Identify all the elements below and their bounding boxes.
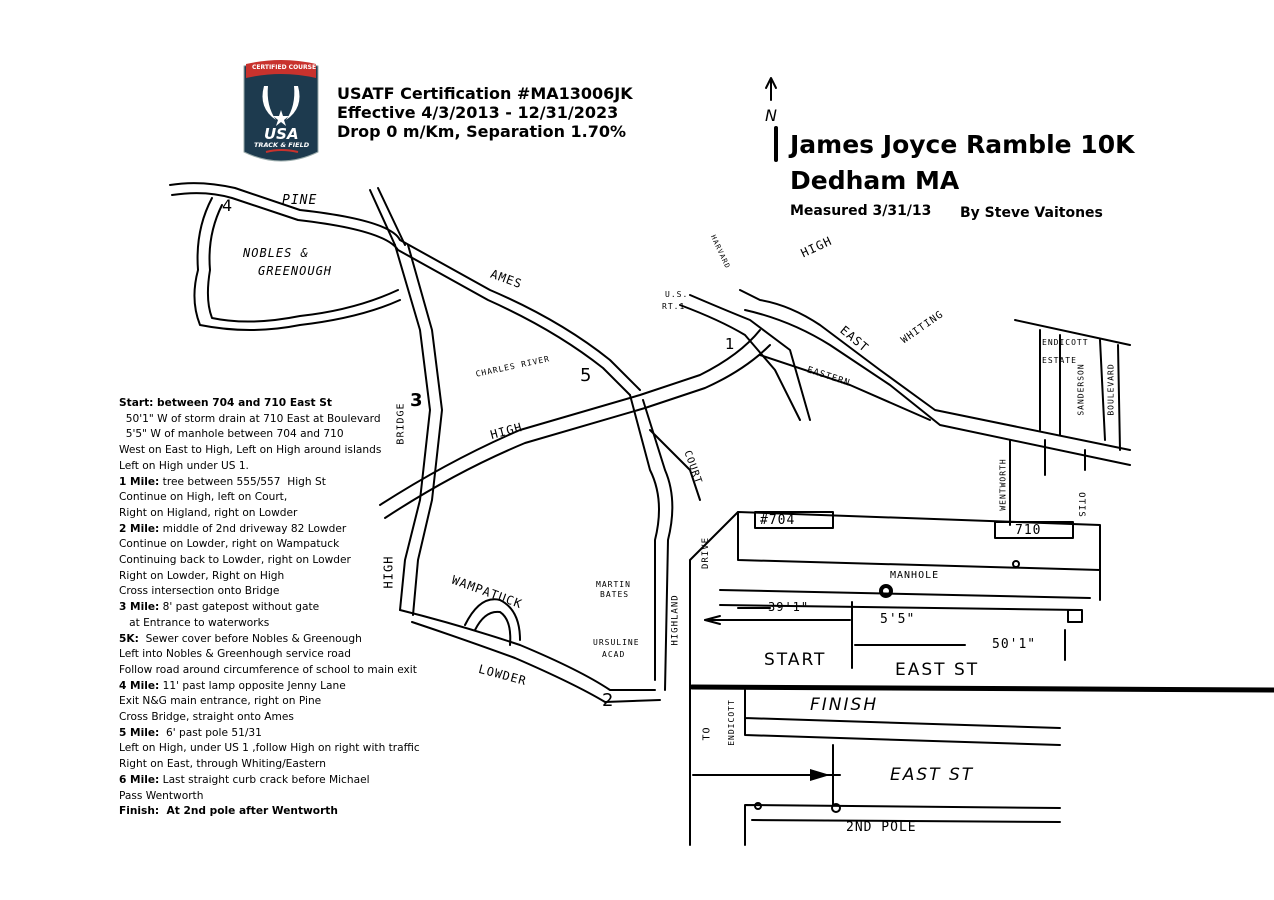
logo-banner: CERTIFIED COURSE <box>252 64 317 71</box>
label-house-704: #704 <box>760 513 796 528</box>
direction-line: Finish: At 2nd pole after Wentworth <box>119 805 338 818</box>
label-greenough: GREENOUGH <box>258 264 333 278</box>
label-sanderson: SANDERSON <box>1076 363 1086 416</box>
label-endicott: ENDICOTT <box>726 699 736 746</box>
direction-line: Continue on High, left on Court, <box>119 491 288 504</box>
north-label: N <box>765 106 777 125</box>
north-arrow-icon <box>765 77 778 162</box>
usatf-certified-logo: CERTIFIED COURSE USA TRACK & FIELD <box>238 58 324 166</box>
direction-line: Exit N&G main entrance, right on Pine <box>119 695 322 708</box>
direction-line: Left on High under US 1. <box>119 459 249 472</box>
direction-line: Continue on Lowder, right on Wampatuck <box>119 538 340 551</box>
label-dist-5-5: 5'5" <box>880 612 916 627</box>
label-second-pole: 2ND POLE <box>846 820 917 835</box>
direction-line: Cross intersection onto Bridge <box>119 585 280 598</box>
label-pine: PINE <box>282 193 318 208</box>
label-house-710: 710 <box>1015 523 1042 538</box>
direction-line: Continuing back to Lowder, right on Lowd… <box>119 554 351 567</box>
direction-line: West on East to High, Left on High aroun… <box>119 444 382 457</box>
direction-milestone: 2 Mile: <box>119 522 160 535</box>
label-start: START <box>764 650 827 670</box>
label-otis: OTIS <box>1075 492 1086 518</box>
direction-line: Right on Lowder, Right on High <box>119 569 285 582</box>
race-location: Dedham MA <box>790 166 960 195</box>
label-to: TO <box>701 726 713 741</box>
certification-drop-separation: Drop 0 m/Km, Separation 1.70% <box>337 122 627 141</box>
mile-marker-2: 2 <box>602 690 614 711</box>
label-nobles: NOBLES & <box>243 246 309 260</box>
direction-milestone: 3 Mile: <box>119 601 160 614</box>
course-directions: Start: between 704 and 710 East St 50'1"… <box>119 396 420 820</box>
direction-line: Start: between 704 and 710 East St <box>119 397 332 409</box>
label-wentworth: WENTWORTH <box>998 458 1008 511</box>
direction-line: Left into Nobles & Greenhough service ro… <box>119 648 351 661</box>
certification-info: USATF Certification #MA13006JK Effective… <box>337 84 633 141</box>
measurer-name: By Steve Vaitones <box>960 205 1103 221</box>
direction-line: Cross Bridge, straight onto Ames <box>119 711 294 724</box>
direction-line: Left on High, under US 1 ,follow High on… <box>119 742 420 755</box>
label-endicott-estate-1: ENDICOTT <box>1042 338 1089 347</box>
label-high-sw: HIGH <box>381 555 396 589</box>
logo-track-field: TRACK & FIELD <box>254 141 310 149</box>
label-east-st-finish: EAST ST <box>890 765 975 785</box>
direction-line: Right on Higland, right on Lowder <box>119 506 298 519</box>
label-finish: FINISH <box>810 695 879 715</box>
label-us1: U.S. <box>665 290 689 299</box>
direction-line: 5K: Sewer cover before Nobles & Greenoug… <box>119 632 362 645</box>
label-east-st-start: EAST ST <box>895 660 980 680</box>
direction-line: 1 Mile: tree between 555/557 High St <box>119 475 326 488</box>
label-manhole: MANHOLE <box>890 570 940 581</box>
direction-milestone: 5 Mile: <box>119 726 160 739</box>
roads <box>169 182 1131 703</box>
direction-line: 4 Mile: 11' past lamp opposite Jenny Lan… <box>119 679 346 692</box>
direction-milestone: 5K: <box>119 632 139 645</box>
label-boulevard: BOULEVARD <box>1106 363 1116 416</box>
logo-usa: USA <box>264 125 299 143</box>
start-finish-inset <box>689 511 1274 846</box>
direction-line: Follow road around circumference of scho… <box>119 663 417 676</box>
direction-line: 2 Mile: middle of 2nd driveway 82 Lowder <box>119 522 347 535</box>
direction-line: 3 Mile: 8' past gatepost without gate <box>119 601 320 614</box>
label-highland: HIGHLAND <box>670 594 681 646</box>
label-drive: DRIVE <box>701 536 712 570</box>
direction-milestone: 6 Mile: <box>119 773 160 786</box>
mile-marker-4: 4 <box>222 196 233 215</box>
direction-line: Right on East, through Whiting/Eastern <box>119 758 326 771</box>
mile-marker-5: 5 <box>580 365 592 386</box>
label-endicott-estate-2: ESTATE <box>1042 356 1077 365</box>
measured-date: Measured 3/31/13 <box>790 203 932 219</box>
direction-milestone: 1 Mile: <box>119 475 160 488</box>
direction-line: 50'1" W of storm drain at 710 East at Bo… <box>119 412 381 425</box>
direction-milestone: 4 Mile: <box>119 679 160 692</box>
mile-marker-1: 1 <box>725 335 735 353</box>
direction-line: at Entrance to waterworks <box>119 616 270 629</box>
label-martin-bates-2: BATES <box>600 590 630 599</box>
race-title: James Joyce Ramble 10K <box>790 130 1135 159</box>
direction-line: 5'5" W of manhole between 704 and 710 <box>119 428 344 441</box>
label-rt1: RT.1 <box>662 302 686 311</box>
direction-line: Pass Wentworth <box>119 789 204 802</box>
label-bridge: BRIDGE <box>395 402 407 445</box>
mile-marker-3: 3 <box>410 390 423 411</box>
label-martin-bates-1: MARTIN <box>596 580 631 589</box>
label-ursuline-1: URSULINE <box>593 638 640 647</box>
direction-line: 5 Mile: 6' past pole 51/31 <box>119 726 262 739</box>
certification-effective: Effective 4/3/2013 - 12/31/2023 <box>337 103 619 122</box>
label-dist-50-1: 50'1" <box>992 637 1037 652</box>
label-ursuline-2: ACAD <box>602 650 626 659</box>
direction-line: 6 Mile: Last straight curb crack before … <box>119 773 370 786</box>
certification-number: USATF Certification #MA13006JK <box>337 84 633 103</box>
label-dist-39-1: 39'1" <box>768 600 810 614</box>
